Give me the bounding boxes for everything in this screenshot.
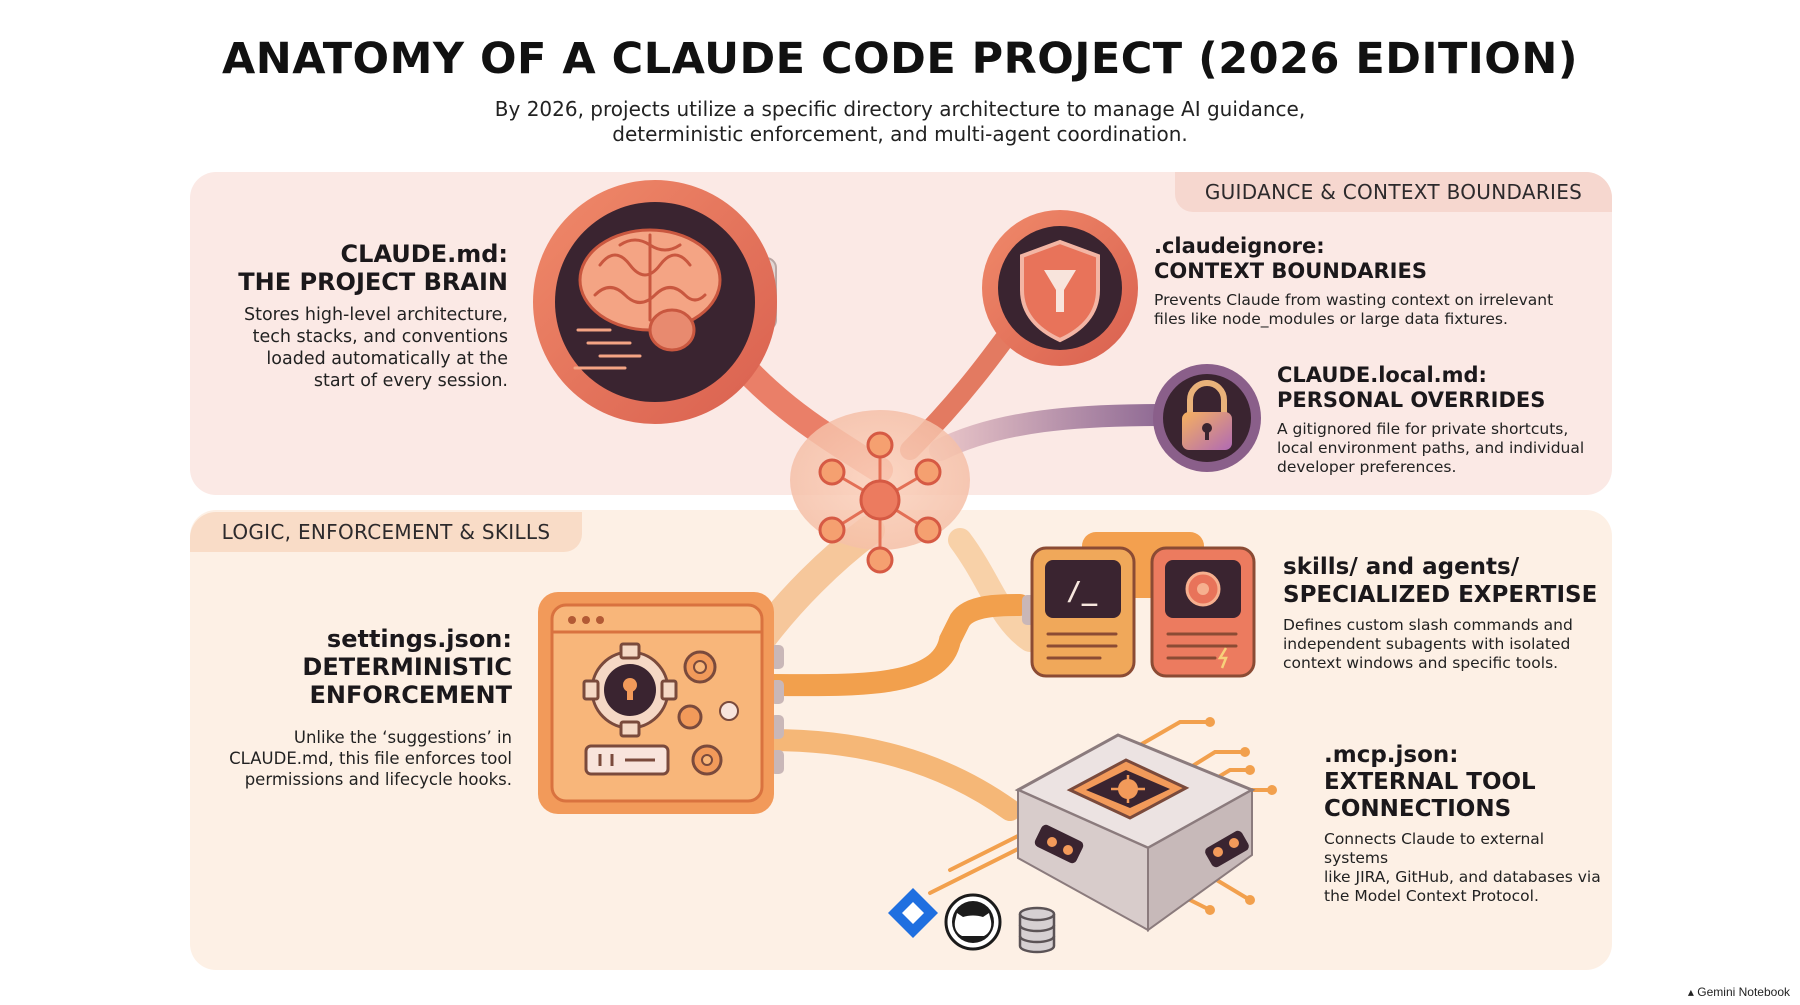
claude-local-card: CLAUDE.local.md: PERSONAL OVERRIDES A gi…: [1277, 363, 1597, 477]
skills-description: Defines custom slash commands and indepe…: [1283, 616, 1603, 673]
claude-local-description: A gitignored file for private shortcuts,…: [1277, 420, 1597, 477]
claudeignore-filename: .claudeignore:: [1154, 234, 1325, 258]
gear-icon: [538, 592, 784, 814]
desc-line: start of every session.: [313, 371, 508, 391]
mcp-description: Connects Claude to external systems like…: [1324, 830, 1608, 906]
desc-line: Prevents Claude from wasting context on …: [1154, 291, 1554, 309]
hub-network-icon: [790, 410, 970, 574]
subtitle-line-2: deterministic enforcement, and multi-age…: [612, 122, 1188, 146]
footer-brand-label: Gemini Notebook: [1697, 985, 1790, 999]
claudeignore-card: .claudeignore: CONTEXT BOUNDARIES Preven…: [1154, 234, 1574, 329]
github-icon: [944, 893, 1002, 951]
page-title: ANATOMY OF A CLAUDE CODE PROJECT (2026 E…: [222, 34, 1578, 84]
desc-line: Unlike the ‘suggestions’ in: [293, 728, 512, 747]
claude-local-title: PERSONAL OVERRIDES: [1277, 388, 1546, 412]
desc-line: Connects Claude to external systems: [1324, 830, 1545, 867]
desc-line: the Model Context Protocol.: [1324, 887, 1539, 905]
footer-brand: ▴ Gemini Notebook: [1688, 985, 1790, 999]
claude-md-description: Stores high-level architecture, tech sta…: [200, 304, 508, 392]
claudeignore-description: Prevents Claude from wasting context on …: [1154, 291, 1574, 329]
desc-line: developer preferences.: [1277, 458, 1457, 476]
terminal-prompt: /_: [1066, 577, 1098, 607]
mcp-filename: .mcp.json:: [1324, 742, 1459, 768]
database-icon: [1018, 906, 1056, 954]
desc-line: CLAUDE.md, this file enforces tool: [229, 749, 512, 768]
notebook-logo-icon: ▴: [1687, 985, 1698, 999]
claude-md-card: CLAUDE.md: THE PROJECT BRAIN Stores high…: [200, 240, 508, 392]
mcp-title-line-2: CONNECTIONS: [1324, 796, 1512, 822]
padlock-icon: [1153, 364, 1261, 472]
desc-line: independent subagents with isolated: [1283, 635, 1571, 653]
desc-line: Stores high-level architecture,: [243, 305, 508, 325]
guidance-section-label: GUIDANCE & CONTEXT BOUNDARIES: [1175, 172, 1612, 212]
desc-line: A gitignored file for private shortcuts,: [1277, 420, 1569, 438]
chip-icon: [928, 717, 1277, 932]
skills-title: SPECIALIZED EXPERTISE: [1283, 582, 1598, 608]
desc-line: like JIRA, GitHub, and databases via: [1324, 868, 1601, 886]
claude-md-filename: CLAUDE.md:: [340, 240, 508, 268]
desc-line: Defines custom slash commands and: [1283, 616, 1573, 634]
settings-title-line-1: DETERMINISTIC: [302, 653, 512, 681]
desc-line: context windows and specific tools.: [1283, 654, 1559, 672]
skills-filename: skills/ and agents/: [1283, 554, 1520, 580]
desc-line: tech stacks, and conventions: [252, 327, 508, 347]
mcp-card: .mcp.json: EXTERNAL TOOL CONNECTIONS Con…: [1324, 742, 1608, 906]
settings-title-line-2: ENFORCEMENT: [309, 681, 513, 709]
settings-description: Unlike the ‘suggestions’ in CLAUDE.md, t…: [200, 727, 512, 790]
page-subtitle: By 2026, projects utilize a specific dir…: [300, 97, 1500, 147]
skills-agents-icon: /_: [1022, 532, 1256, 678]
brain-icon: [533, 180, 777, 424]
subtitle-line-1: By 2026, projects utilize a specific dir…: [494, 97, 1306, 121]
claude-md-title: THE PROJECT BRAIN: [238, 268, 508, 296]
mcp-title-line-1: EXTERNAL TOOL: [1324, 769, 1536, 795]
logic-section-label: LOGIC, ENFORCEMENT & SKILLS: [190, 512, 582, 552]
desc-line: local environment paths, and individual: [1277, 439, 1585, 457]
claude-local-filename: CLAUDE.local.md:: [1277, 363, 1487, 387]
logic-panel: [190, 510, 1612, 970]
claudeignore-title: CONTEXT BOUNDARIES: [1154, 259, 1427, 283]
settings-card: settings.json: DETERMINISTIC ENFORCEMENT…: [200, 625, 512, 790]
desc-line: files like node_modules or large data fi…: [1154, 310, 1508, 328]
shield-funnel-icon: [982, 210, 1138, 366]
skills-card: skills/ and agents/ SPECIALIZED EXPERTIS…: [1283, 553, 1603, 673]
desc-line: loaded automatically at the: [266, 349, 508, 369]
settings-filename: settings.json:: [326, 625, 512, 653]
desc-line: permissions and lifecycle hooks.: [244, 770, 512, 789]
jira-icon: [888, 888, 938, 938]
